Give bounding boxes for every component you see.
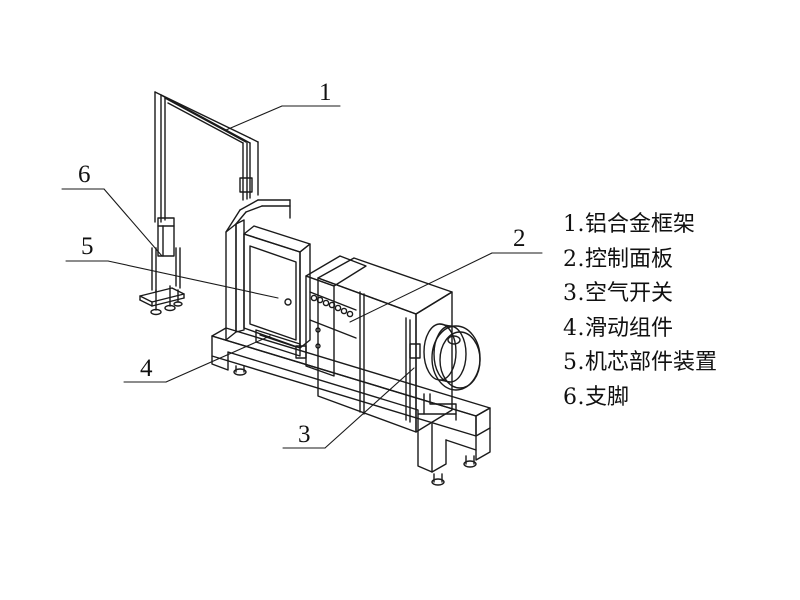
- legend-number: 5.: [563, 350, 585, 375]
- legend-label: 滑动组件: [585, 315, 674, 341]
- callout-number-6: 6: [78, 161, 91, 188]
- legend-item: 4.滑动组件: [563, 312, 793, 347]
- aluminum-frame: [154, 91, 259, 257]
- legend-label: 铝合金框架: [585, 212, 696, 237]
- leader-line-6-pointer: [103, 188, 163, 257]
- callout-number-3: 3: [298, 421, 311, 448]
- legend-label: 控制面板: [585, 246, 674, 272]
- leader-line-4-pointer: [165, 335, 271, 383]
- legend-item: 5.机芯部件装置: [563, 346, 793, 381]
- legend-item: 2.控制面板: [563, 243, 793, 278]
- control-panel-box: [305, 255, 367, 377]
- callout-number-4: 4: [140, 355, 153, 382]
- sliding-assembly: [255, 329, 307, 359]
- core-component-box: [243, 225, 311, 349]
- parts-legend: 1.铝合金框架 2.控制面板 3.空气开关 4.滑动组件 5.机芯部件装置 6.…: [563, 208, 793, 415]
- leader-lines: [61, 105, 543, 449]
- legend-label: 机芯部件装置: [585, 350, 718, 375]
- main-machine-box: [317, 257, 481, 433]
- legend-number: 3.: [563, 281, 585, 306]
- legend-label: 支脚: [585, 384, 630, 410]
- legend-number: 6.: [563, 384, 585, 410]
- leader-line-2-pointer: [349, 252, 493, 323]
- support-foot: [139, 247, 185, 316]
- legend-item: 6.支脚: [563, 381, 793, 416]
- callout-number-2: 2: [513, 225, 526, 252]
- base-frame: [211, 199, 491, 486]
- callout-number-5: 5: [81, 233, 94, 260]
- legend-item: 1.铝合金框架: [563, 208, 793, 243]
- leader-line-3-pointer: [324, 367, 415, 449]
- callout-number-1: 1: [319, 79, 332, 106]
- leader-line-1-pointer: [225, 105, 283, 131]
- legend-number: 2.: [563, 246, 585, 272]
- legend-number: 4.: [563, 315, 585, 341]
- leader-line-5-pointer: [107, 260, 279, 299]
- legend-item: 3.空气开关: [563, 277, 793, 312]
- legend-number: 1.: [563, 212, 585, 237]
- legend-label: 空气开关: [585, 281, 674, 306]
